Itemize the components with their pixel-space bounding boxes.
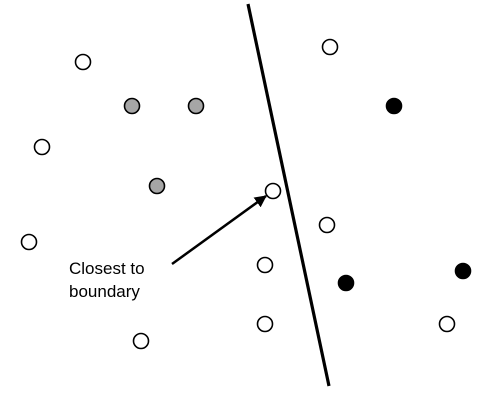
unlabeled-point <box>256 315 274 333</box>
unlabeled-point <box>321 38 339 56</box>
unlabeled-point <box>438 315 456 333</box>
unlabeled-point <box>74 53 92 71</box>
decision-boundary-line <box>246 3 331 387</box>
unlabeled-point <box>256 256 274 274</box>
unlabeled-point <box>132 332 150 350</box>
annotation-line-1: Closest to <box>69 259 145 278</box>
unlabeled-point <box>33 138 51 156</box>
class-a-point <box>148 177 166 195</box>
class-a-point <box>123 97 141 115</box>
class-a-point <box>187 97 205 115</box>
annotation-line-2: boundary <box>69 282 140 301</box>
unlabeled-points <box>20 38 456 350</box>
class-b-points <box>337 97 472 292</box>
class-a-points <box>123 97 205 195</box>
annotation-arrow <box>171 194 267 266</box>
closest-to-boundary-point <box>264 182 282 200</box>
unlabeled-point <box>318 216 336 234</box>
closest-to-boundary-label: Closest to boundary <box>69 257 145 303</box>
class-b-point <box>337 274 355 292</box>
unlabeled-point <box>20 233 38 251</box>
class-b-point <box>385 97 403 115</box>
class-b-point <box>454 262 472 280</box>
